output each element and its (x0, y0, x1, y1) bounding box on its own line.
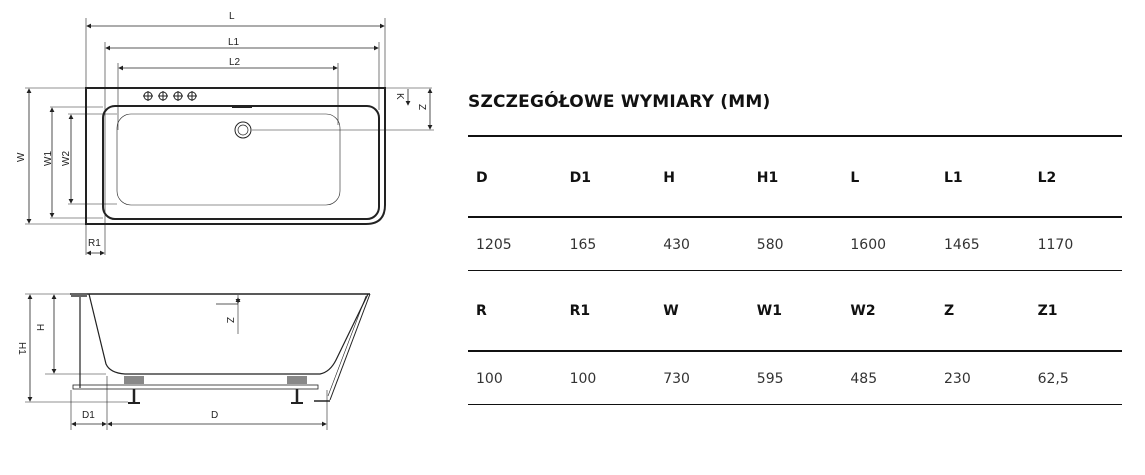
table-cell: 165 (569, 237, 597, 253)
table-cell: 1205 (476, 237, 512, 253)
dim-label-l1: L1 (228, 37, 240, 48)
side-view (25, 293, 371, 430)
tap-holes (143, 91, 197, 101)
drain-icon (234, 121, 252, 139)
column-header: D1 (569, 170, 591, 186)
top-view-labels: L L1 L2 W W1 W2 K Z R1 (16, 11, 427, 249)
column-header: L (850, 170, 860, 186)
dim-label-w: W (16, 152, 27, 162)
divider (468, 350, 1122, 352)
column-header: H (663, 170, 675, 186)
table-cell: 100 (476, 371, 503, 387)
page-title: SZCZEGÓŁOWE WYMIARY (MM) (468, 92, 771, 112)
dim-label-d: D (211, 410, 218, 421)
column-header: W (663, 303, 679, 319)
divider (468, 404, 1122, 405)
table-row: 100 100 730 595 485 230 62,5 (468, 371, 1122, 391)
column-header: W1 (756, 303, 782, 319)
dim-label-w2: W2 (61, 151, 72, 166)
column-header: Z (944, 303, 955, 319)
table-cell: 100 (569, 371, 597, 387)
table-header-row: D D1 H H1 L L1 L2 (468, 170, 1122, 190)
table-cell: 230 (944, 371, 971, 387)
column-header: R (476, 303, 487, 319)
top-view (25, 18, 434, 256)
table-cell: 430 (663, 237, 690, 253)
column-header: L1 (944, 170, 963, 186)
table-row: 1205 165 430 580 1600 1465 1170 (468, 237, 1122, 257)
table-cell: 1600 (850, 237, 887, 253)
column-header: L2 (1037, 170, 1057, 186)
table-cell: 730 (663, 371, 690, 387)
side-view-labels: H1 H Z D1 D (16, 317, 235, 421)
table-header-row: R R1 W W1 W2 Z Z1 (468, 303, 1122, 323)
table-cell: 485 (850, 371, 878, 387)
dim-label-w1: W1 (43, 151, 54, 166)
dim-label-r1: R1 (88, 238, 101, 249)
column-header: R1 (569, 303, 591, 319)
dim-label-l: L (229, 11, 235, 22)
dim-label-z-side: Z (224, 317, 235, 323)
dim-label-h1: H1 (16, 342, 27, 355)
column-header: H1 (756, 170, 779, 186)
dim-label-l2: L2 (229, 57, 241, 68)
column-header: W2 (850, 303, 876, 319)
table-cell: 1170 (1037, 237, 1074, 253)
divider (468, 270, 1122, 271)
dim-label-k: K (394, 93, 405, 100)
technical-drawing: L L1 L2 W W1 W2 K Z R1 (16, 11, 434, 430)
divider (468, 216, 1122, 218)
table-cell: 580 (756, 237, 784, 253)
column-header: D (476, 170, 488, 186)
table-cell: 62,5 (1037, 371, 1069, 387)
table-cell: 1465 (944, 237, 980, 253)
dim-label-h: H (36, 324, 47, 331)
dim-label-z: Z (416, 104, 427, 110)
table-cell: 595 (756, 371, 784, 387)
dim-label-d1: D1 (82, 410, 95, 421)
column-header: Z1 (1037, 303, 1058, 319)
divider (468, 135, 1122, 137)
